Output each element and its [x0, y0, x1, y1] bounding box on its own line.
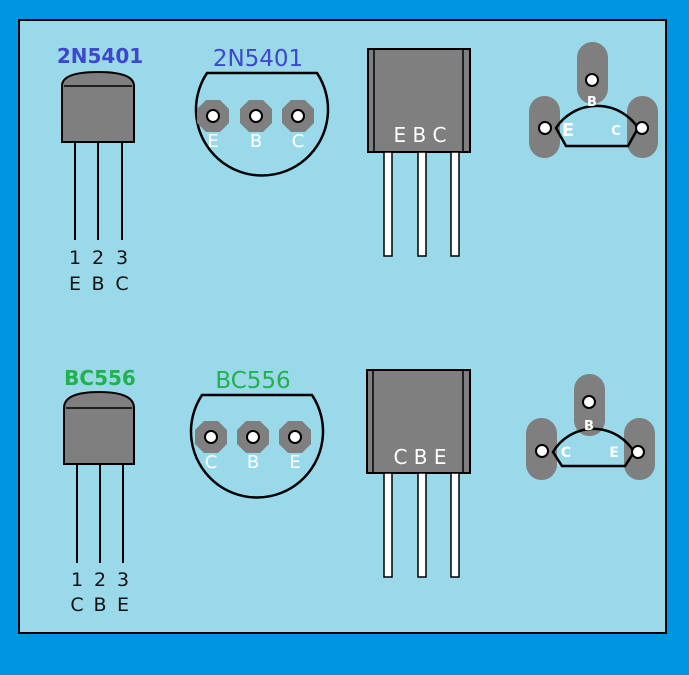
pin-name: B [91, 273, 104, 295]
to92-side-view: C B E [366, 369, 471, 578]
pin-name: E [117, 594, 129, 616]
device-bc556: BC556 1 2 3 C B E BC556 C B [63, 366, 655, 616]
pad-label: C [292, 131, 305, 152]
pad-label: B [247, 452, 259, 473]
side-lead [417, 472, 427, 578]
package-outline [194, 71, 330, 177]
to92-side-view: E B C [367, 48, 471, 257]
transistor-body [63, 390, 135, 465]
pcb-footprint: B C E [526, 374, 655, 480]
pin-number: 1 [71, 569, 83, 591]
to92-front-view: 2N5401 1 2 3 E B C [57, 44, 143, 295]
pad-e: E [197, 100, 229, 152]
footprint-label: E [609, 445, 619, 461]
side-lead [417, 151, 427, 257]
pad-b: B [237, 421, 269, 473]
side-lead [383, 472, 393, 578]
pin-number: 2 [94, 569, 106, 591]
to92-bottom-view: 2N5401 E B C [194, 46, 330, 177]
pad-e: E [279, 421, 311, 473]
side-pin-label: E B C [393, 123, 446, 147]
pad-top [577, 42, 608, 104]
side-lead [450, 472, 460, 578]
pin-number: 3 [117, 569, 129, 591]
pad-label: C [205, 452, 218, 473]
side-lead [383, 151, 393, 257]
footprint-label: B [584, 419, 594, 434]
to92-front-view: BC556 1 2 3 C B E [63, 366, 136, 616]
part-label: BC556 [215, 368, 290, 394]
footprint-label: E [562, 120, 574, 141]
part-label: 2N5401 [57, 44, 143, 68]
pad-b: B [240, 100, 272, 152]
part-label: BC556 [64, 366, 136, 390]
footprint-outline [551, 427, 636, 468]
pad-label: E [289, 452, 300, 473]
pad-c: C [282, 100, 314, 152]
part-label: 2N5401 [213, 46, 303, 72]
pin-name: B [93, 594, 106, 616]
pin-name: C [70, 594, 83, 616]
side-lead [450, 151, 460, 257]
pad-c: C [195, 421, 227, 473]
side-body [367, 48, 471, 153]
pin-number: 2 [92, 247, 104, 269]
transistor-body [61, 70, 135, 143]
footprint-label: B [587, 95, 597, 110]
to92-bottom-view: BC556 C B E [189, 368, 325, 499]
pcb-footprint: B E C [529, 42, 658, 158]
footprint-label: C [561, 445, 571, 461]
pad-label: E [207, 131, 218, 152]
pad-label: B [250, 131, 262, 152]
pin-name: C [115, 273, 128, 295]
side-body [366, 369, 471, 474]
footprint-label: C [611, 124, 621, 139]
package-outline [189, 393, 325, 499]
side-pin-label: C B E [393, 445, 446, 469]
pin-number: 3 [116, 247, 128, 269]
pin-number: 1 [69, 247, 81, 269]
pin-name: E [69, 273, 81, 295]
device-2n5401: 2N5401 1 2 3 E B C 2N5401 E [57, 42, 658, 295]
footprint-outline [554, 104, 640, 148]
